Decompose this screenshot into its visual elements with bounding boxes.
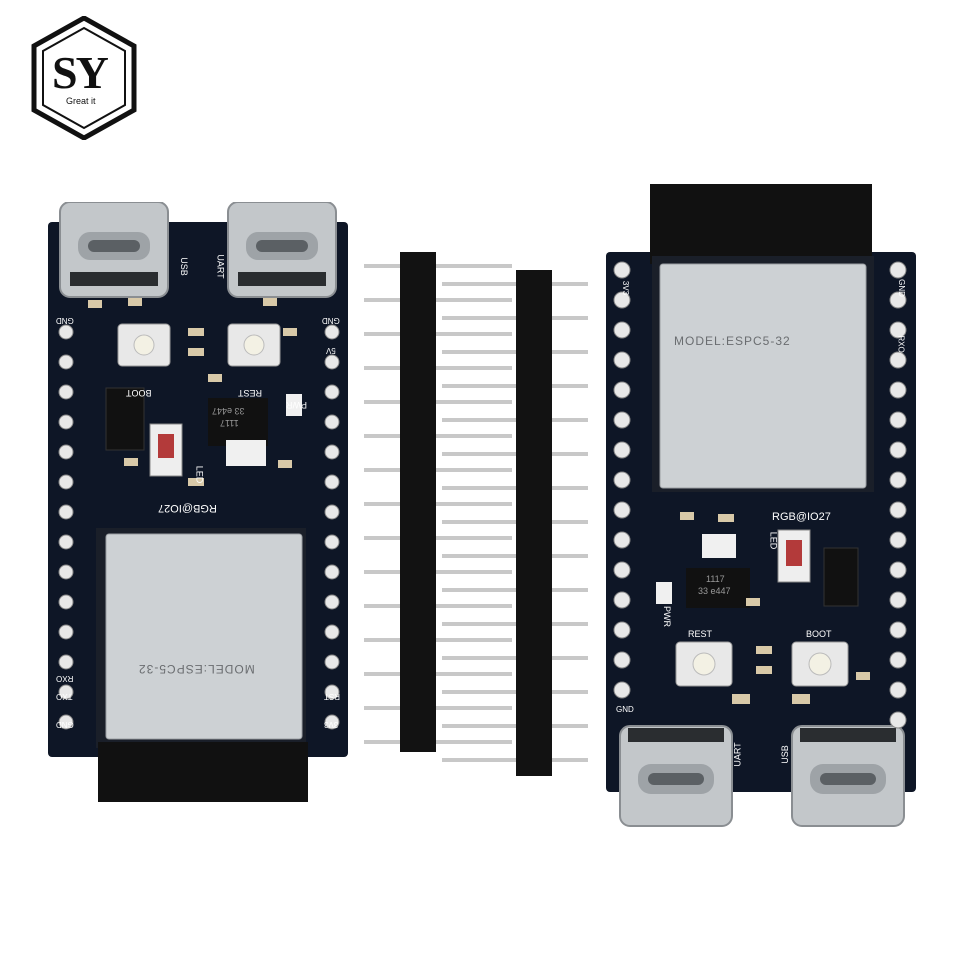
logo-tagline: Great it [66,96,96,106]
right-uart-label: UART [732,742,743,767]
brand-logo: SY Great it [30,15,138,141]
left-module-label: MODEL:ESPC5-32 [138,662,255,676]
header-strip-right-icon [442,270,588,776]
hexagon-logo-icon [31,15,137,141]
left-usb-port-icon [59,202,169,298]
left-pcb-art [48,202,348,802]
left-pin-12: RXO [56,674,74,683]
right-usb-port-icon [791,725,905,827]
left-pin-1: GND [56,316,74,325]
left-pin-13: TXO [56,692,73,701]
left-uart-label: UART [215,254,226,279]
right-pcb-art [606,184,916,827]
right-board-pin-gnd-bottom: GND [616,705,634,714]
right-boot-label: BOOT [806,629,832,639]
right-pin-2: 5V [326,346,336,355]
left-pin-14: GND [56,720,74,729]
left-rest-label: REST [238,388,263,398]
left-rgb-label: RGB@IO27 [158,502,217,514]
header-strip-left-icon [364,252,512,752]
right-module-label: MODEL:ESPC5-32 [674,334,791,348]
right-led-label: LED [768,531,779,550]
left-regulator-text-2: 33 e447 [212,406,245,416]
right-regulator-text-1: 1117 [706,574,725,584]
right-board: MODEL:ESPC5-32 RGB@IO27 LED PWR REST BOO… [606,184,916,830]
right-usb-label: USB [779,745,790,764]
right-pin-13: RST [324,692,340,701]
logo-letters: SY [52,47,109,98]
right-board-pin-gnd-top: GND [896,279,906,297]
left-uart-port-icon [227,202,337,298]
right-board-pin-rxo: RXO [896,335,906,353]
left-boot-label: BOOT [126,388,152,398]
right-rest-label: REST [688,629,713,639]
left-pwr-label: PWR [286,400,307,410]
left-usb-label: USB [178,257,189,276]
right-regulator-text-2: 33 e447 [698,586,731,596]
right-pin-1: GND [322,316,340,325]
right-pin-14: 3V3 [324,720,339,729]
left-regulator-text-1: 1117 [220,418,239,428]
right-rgb-label: RGB@IO27 [772,511,831,523]
right-board-pin-3v3: 3V3 [621,280,631,296]
left-board: USB UART BOOT REST PWR LED RGB@IO27 1117… [48,202,348,802]
right-uart-port-icon [619,725,733,827]
pin-headers [364,252,588,776]
left-led-label: LED [194,465,205,484]
right-pwr-label: PWR [662,606,672,627]
